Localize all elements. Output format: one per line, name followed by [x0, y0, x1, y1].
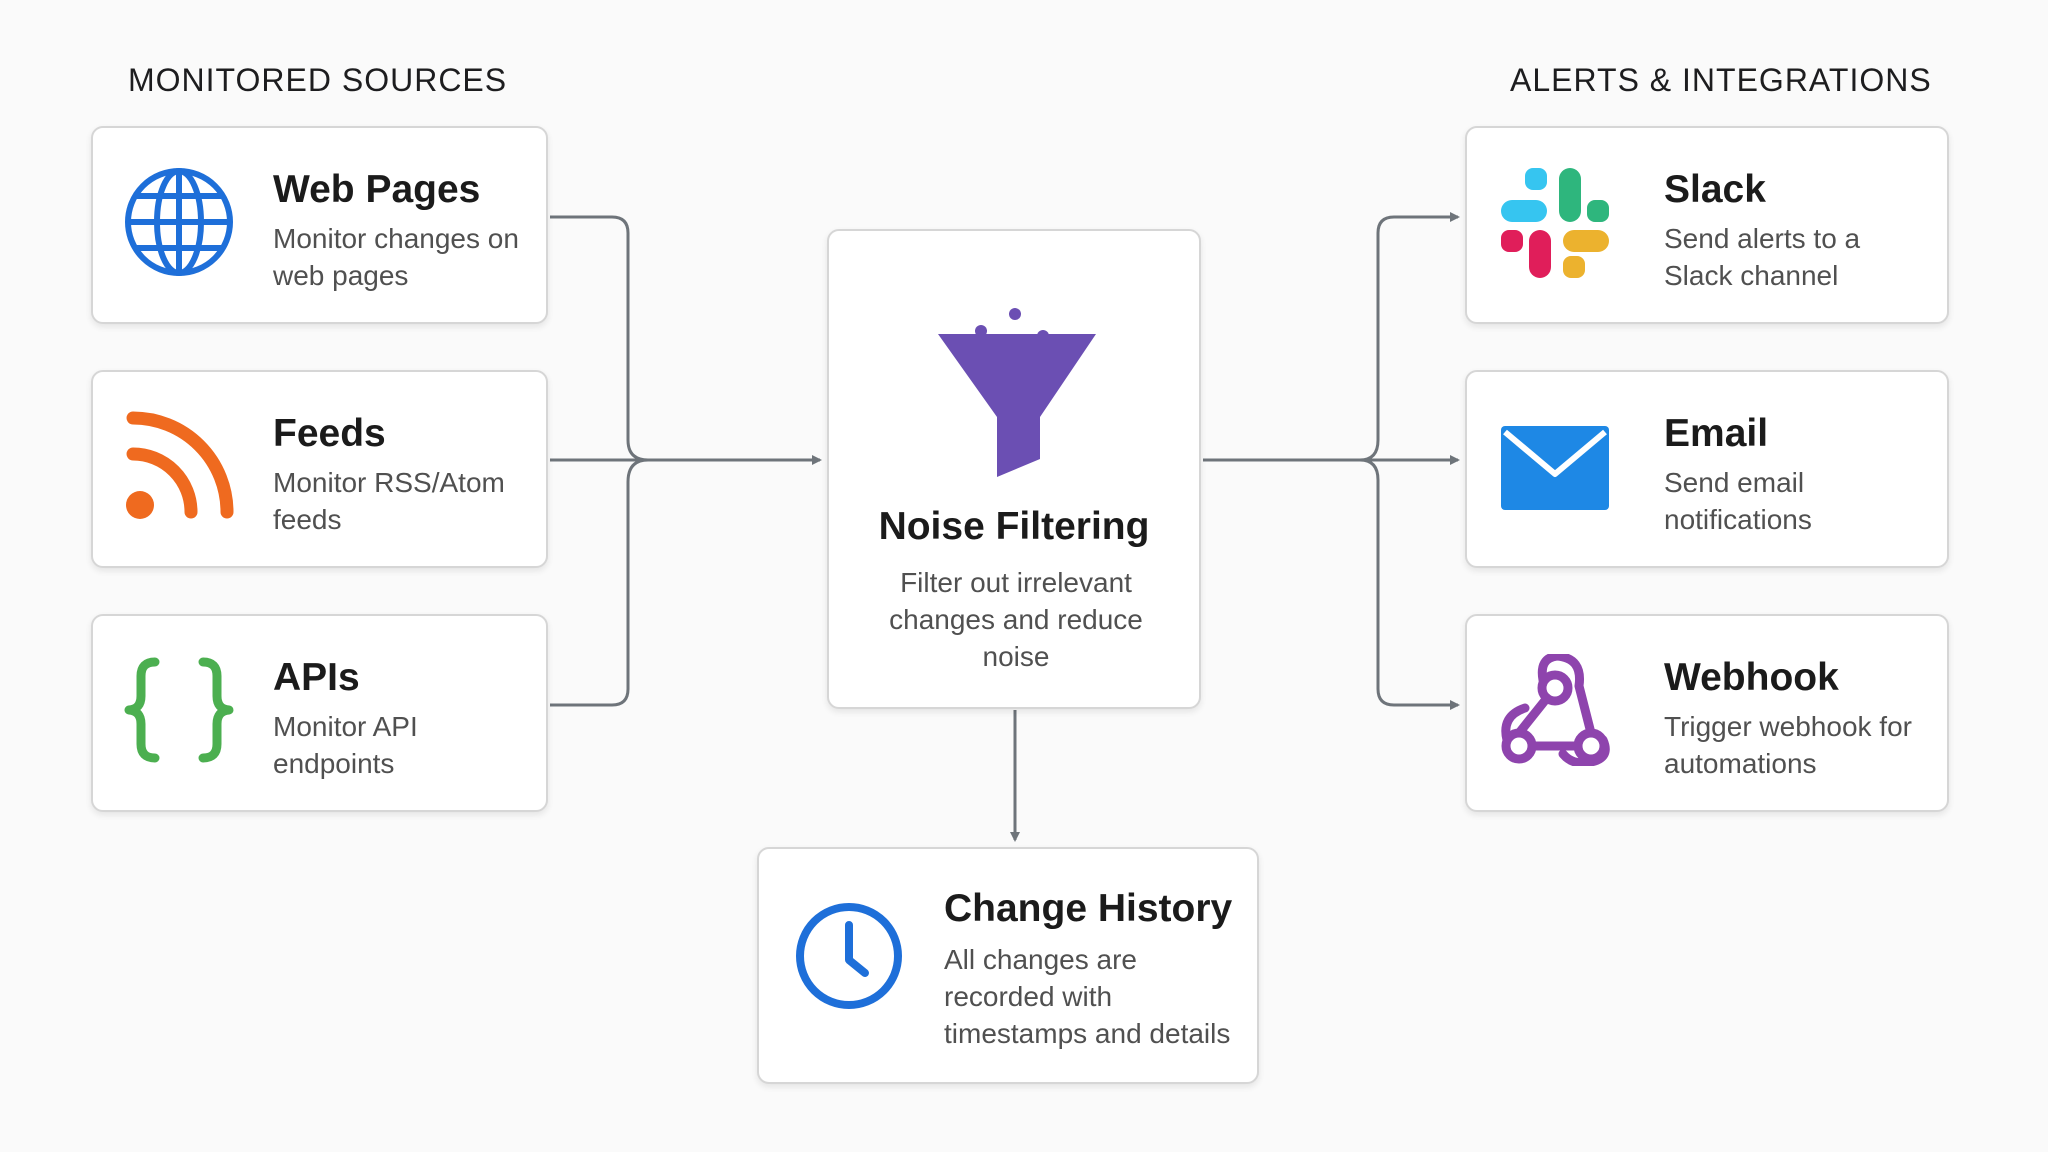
- webhook-icon: [1501, 654, 1610, 766]
- noise-filtering-description: Filter out irrelevant changes and reduce…: [889, 567, 1143, 672]
- rss-icon: [126, 411, 234, 519]
- alert-title: Webhook: [1664, 656, 1839, 699]
- source-title: Feeds: [273, 412, 386, 455]
- alert-description: Send alerts to a Slack channel: [1664, 223, 1861, 291]
- alert-description: Trigger webhook for automations: [1664, 711, 1912, 779]
- alerts-section-title: ALERTS & INTEGRATIONS: [1510, 62, 1932, 98]
- connector-apis-to-filter: [550, 458, 649, 707]
- connector-filter-to-slack: [1359, 212, 1460, 462]
- source-card-apis[interactable]: APIs Monitor API endpoints: [91, 614, 548, 812]
- change-history-card[interactable]: Change History All changes are recorded …: [757, 847, 1259, 1084]
- connector-filter-to-webhook: [1359, 458, 1460, 710]
- source-description: Monitor API endpoints: [273, 711, 418, 779]
- funnel-icon: [938, 308, 1096, 477]
- source-card-feeds[interactable]: Feeds Monitor RSS/Atom feeds: [91, 370, 548, 568]
- change-history-description: All changes are recorded with timestamps…: [944, 944, 1231, 1049]
- slack-icon: [1501, 168, 1609, 278]
- curly-braces-icon: [124, 657, 234, 763]
- clock-icon: [796, 903, 902, 1009]
- connector-web-to-filter: [550, 215, 649, 462]
- noise-filtering-title: Noise Filtering: [878, 505, 1150, 548]
- alert-description: Send email notifications: [1664, 467, 1812, 535]
- alert-card-email[interactable]: Email Send email notifications: [1465, 370, 1949, 568]
- source-title: Web Pages: [273, 168, 481, 211]
- source-description: Monitor RSS/Atom feeds: [273, 467, 505, 535]
- change-history-title: Change History: [944, 887, 1233, 930]
- sources-section-title: MONITORED SOURCES: [128, 62, 508, 98]
- globe-icon: [125, 168, 233, 276]
- source-description: Monitor changes on web pages: [273, 223, 519, 291]
- source-card-web-pages[interactable]: Web Pages Monitor changes on web pages: [91, 126, 548, 324]
- alert-card-slack[interactable]: Slack Send alerts to a Slack channel: [1465, 126, 1949, 324]
- envelope-icon: [1501, 426, 1609, 510]
- alert-card-webhook[interactable]: Webhook Trigger webhook for automations: [1465, 614, 1949, 812]
- alert-title: Email: [1664, 412, 1769, 455]
- source-title: APIs: [273, 656, 360, 699]
- noise-filtering-card[interactable]: Noise Filtering Filter out irrelevant ch…: [827, 229, 1201, 709]
- alert-title: Slack: [1664, 168, 1766, 211]
